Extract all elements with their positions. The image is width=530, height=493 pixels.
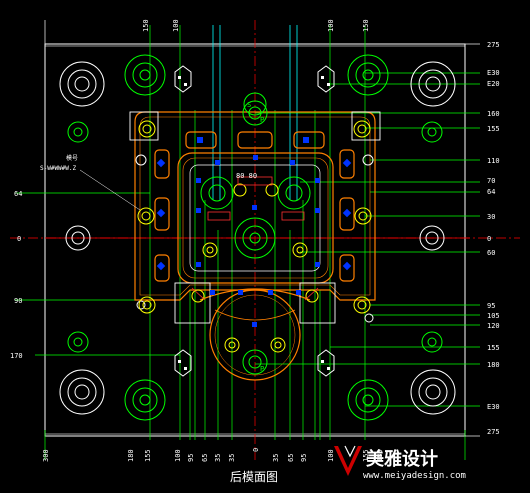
dim-right-160: 160 bbox=[487, 110, 500, 118]
dim-right-30: 30 bbox=[487, 213, 495, 221]
dim-bottom-35-c: 35 bbox=[272, 454, 280, 462]
dim-top-100-right: 100 bbox=[327, 19, 335, 32]
blue-cooling-markers bbox=[156, 137, 352, 327]
dim-left-64: 64 bbox=[14, 190, 22, 198]
dim-right-95: 95 bbox=[487, 302, 495, 310]
dim-bottom-35-b: 35 bbox=[228, 454, 236, 462]
mold-note-label: 模号 bbox=[66, 154, 78, 162]
return-pin-blocks bbox=[129, 111, 381, 324]
dim-bottom-300: 300 bbox=[42, 449, 50, 462]
dim-right-70: 70 bbox=[487, 177, 495, 185]
dim-right-180: 180 bbox=[487, 361, 500, 369]
dim-right-e30-bottom: E30 bbox=[487, 403, 500, 411]
dim-right-275-bottom: 275 bbox=[487, 428, 500, 436]
watermark-brand: 美雅设计 bbox=[366, 448, 438, 470]
watermark-logo bbox=[334, 445, 362, 476]
dim-left-0: 0 bbox=[17, 235, 21, 243]
sprue-mark-s: S bbox=[247, 101, 251, 109]
red-details bbox=[191, 176, 319, 301]
dim-right-275-top: 275 bbox=[487, 41, 500, 49]
green-screw-holes bbox=[67, 54, 443, 421]
dim-left-90: 90 bbox=[14, 297, 22, 305]
guide-pillars bbox=[59, 61, 456, 415]
dim-bottom-35-a: 35 bbox=[214, 454, 222, 462]
dim-right-105: 105 bbox=[487, 312, 500, 320]
dim-bottom-100-right: 100 bbox=[327, 449, 335, 462]
yellow-ejector-pins bbox=[137, 120, 372, 353]
dimension-leaders bbox=[15, 25, 480, 460]
dim-bottom-65-left: 65 bbox=[201, 454, 209, 462]
center-dimension-text: 80 80 bbox=[236, 172, 257, 180]
square-nut-symbols bbox=[135, 65, 374, 377]
dim-top-150-right: 150 bbox=[362, 19, 370, 32]
dim-right-110: 110 bbox=[487, 157, 500, 165]
dim-right-e30-top: E30 bbox=[487, 69, 500, 77]
watermark-url: www.meiyadesign.com bbox=[363, 471, 466, 481]
nut-fill-marks bbox=[178, 76, 330, 370]
dim-right-60: 60 bbox=[487, 249, 495, 257]
sprue-mark-p-top: P bbox=[260, 116, 264, 124]
dim-bottom-100-left: 100 bbox=[174, 449, 182, 462]
dim-bottom-0: 0 bbox=[252, 448, 260, 452]
white-dimension-leaders bbox=[44, 20, 480, 437]
dim-right-64: 64 bbox=[487, 188, 495, 196]
dim-bottom-155-left: 155 bbox=[144, 449, 152, 462]
dim-left-170: 170 bbox=[10, 352, 23, 360]
dim-top-100-left: 100 bbox=[172, 19, 180, 32]
dim-right-155-bottom: 155 bbox=[487, 344, 500, 352]
dim-right-155-top: 155 bbox=[487, 125, 500, 133]
dim-bottom-95-right: 95 bbox=[300, 454, 308, 462]
mold-note-value: S-W#WW#W.Z bbox=[40, 165, 77, 172]
dim-bottom-95-left: 95 bbox=[187, 454, 195, 462]
dim-bottom-65-right: 65 bbox=[287, 454, 295, 462]
drawing-title: 后模面图 bbox=[230, 470, 278, 484]
sprue-mark-p-bottom: P bbox=[260, 365, 264, 373]
dim-top-150-left: 150 bbox=[142, 19, 150, 32]
dim-bottom-155-right: 155 bbox=[362, 449, 370, 462]
dim-right-e20: E20 bbox=[487, 80, 500, 88]
dim-right-120: 120 bbox=[487, 322, 500, 330]
note-leader bbox=[79, 169, 141, 211]
dim-bottom-180-left: 180 bbox=[127, 449, 135, 462]
dim-right-0: 0 bbox=[487, 235, 491, 243]
dim-bottom-180-right: 180 bbox=[376, 449, 384, 462]
